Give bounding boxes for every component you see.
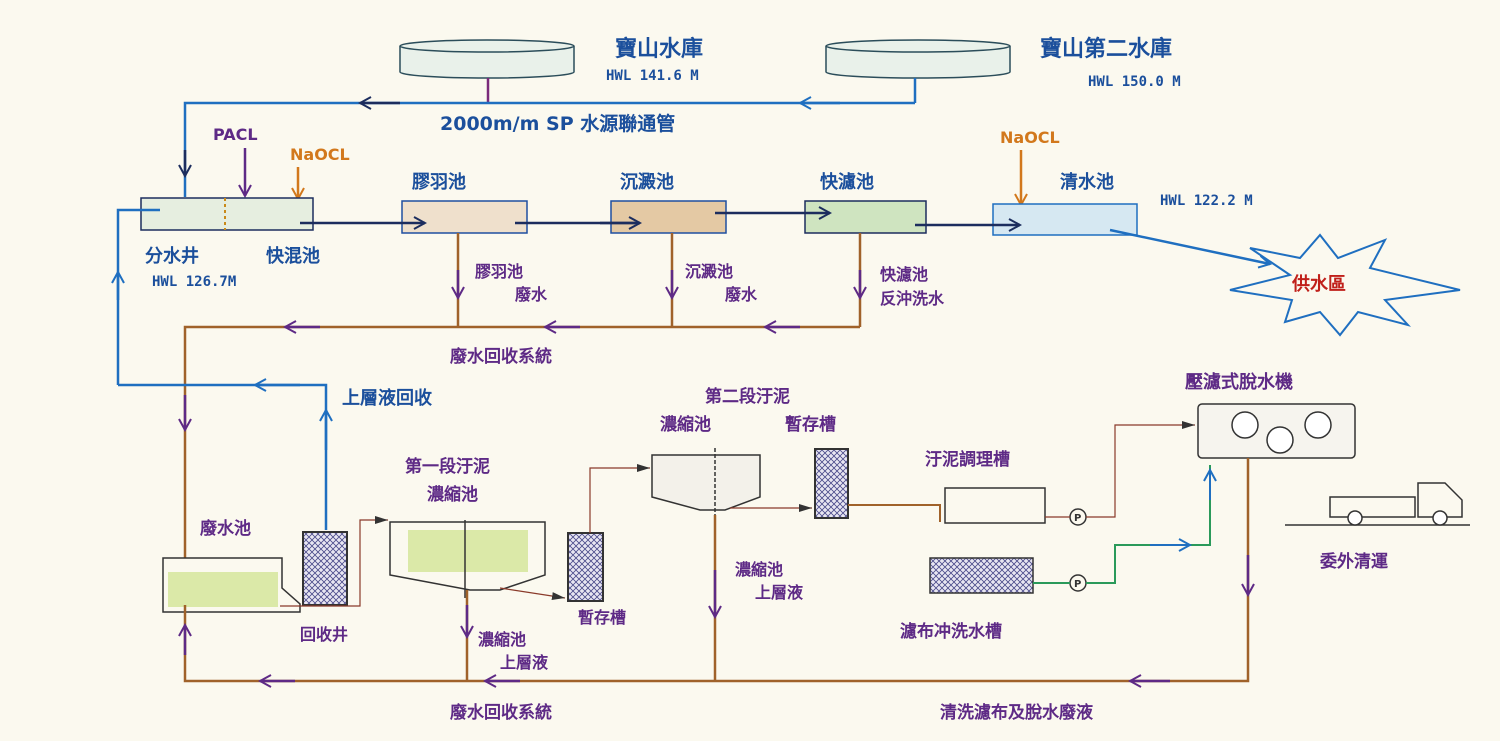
rapid-mix-tank: [140, 197, 314, 231]
floc-waste-2: 廢水: [515, 285, 548, 304]
recovery-well-label: 回收井: [300, 625, 348, 644]
supply-area-star: [1229, 233, 1461, 337]
thickener-2-super-1: 濃縮池: [735, 560, 783, 579]
filter-tank: [804, 200, 927, 234]
clear-label: 清水池: [1060, 171, 1114, 193]
pump-2: P: [1069, 574, 1087, 592]
sed-label: 沉澱池: [620, 171, 674, 193]
thickener-2-name: 濃縮池: [660, 414, 711, 435]
thickener-1: [389, 520, 546, 598]
floc-tank: [401, 200, 528, 234]
waste-pool-label: 廢水池: [200, 518, 251, 539]
recovery-system-bottom-label: 廢水回收系統: [450, 702, 552, 723]
reservoir-2: [825, 39, 1011, 79]
cloth-wash-tank: [929, 557, 1034, 594]
thickener-1-super-2: 上層液: [500, 653, 549, 672]
truck-icon: [1285, 482, 1470, 526]
thickener-1-name: 濃縮池: [427, 484, 478, 505]
reservoir-1-name: 寶山水庫: [615, 36, 703, 62]
waste-lines-top: [118, 233, 860, 560]
pump-1-label: P: [1074, 513, 1081, 524]
pipe-label: 2000m/m SP 水源聯通管: [440, 112, 675, 135]
sed-tank: [610, 200, 727, 234]
storage-tank-1: [567, 532, 604, 602]
thickener-2-title: 第二段汙泥: [705, 386, 790, 407]
conditioning-tank: [944, 487, 1046, 524]
storage-1-label: 暫存槽: [578, 608, 626, 627]
storage-2-label: 暫存槽: [785, 414, 836, 435]
rapid-mix-label: 快混池: [266, 245, 320, 267]
thickener-1-super-1: 濃縮池: [478, 630, 526, 649]
wash-waste-label: 清洗濾布及脫水廢液: [940, 702, 1093, 723]
supply-area-label: 供水區: [1291, 273, 1346, 295]
filter-waste-1: 快濾池: [880, 265, 928, 284]
press-label: 壓濾式脫水機: [1185, 371, 1293, 393]
sed-waste-1: 沉澱池: [685, 262, 733, 281]
sed-waste-2: 廢水: [725, 285, 758, 304]
cloth-wash-label: 濾布冲洗水槽: [900, 621, 1002, 642]
conditioning-label: 汙泥調理槽: [925, 449, 1010, 470]
recovery-system-top-label: 廢水回收系統: [450, 346, 552, 367]
floc-waste-1: 膠羽池: [475, 262, 523, 281]
reservoir-1: [399, 39, 575, 79]
reservoir-1-hwl: HWL 141.6 M: [606, 68, 699, 84]
supernatant-return-label: 上層液回收: [342, 387, 432, 409]
pump-2-label: P: [1074, 579, 1081, 590]
thickener-2-super-2: 上層液: [755, 583, 804, 602]
thickener-2: [651, 448, 761, 518]
split-well-label: 分水井: [145, 245, 199, 267]
source-pipe: [185, 78, 917, 197]
naocl-label-2: NaOCL: [1000, 128, 1060, 147]
filter-waste-2: 反沖洗水: [880, 289, 945, 308]
waste-pool: [162, 557, 301, 613]
clear-hwl: HWL 122.2 M: [1160, 193, 1253, 209]
main-flow-lines: [118, 210, 1270, 385]
pump-1: P: [1069, 508, 1087, 526]
floc-label: 膠羽池: [412, 171, 466, 193]
split-hwl: HWL 126.7M: [152, 274, 236, 290]
reservoir-2-hwl: HWL 150.0 M: [1088, 74, 1181, 90]
pacl-label: PACL: [213, 125, 258, 144]
storage-tank-2: [814, 448, 849, 519]
reservoir-2-name: 寶山第二水庫: [1040, 36, 1172, 62]
waste-lines-bottom: [185, 458, 1248, 681]
naocl-label-1: NaOCL: [290, 145, 350, 164]
sludge-lines: [280, 421, 1195, 607]
filter-press: [1197, 403, 1356, 459]
recovery-well: [302, 531, 348, 606]
filter-label: 快濾池: [820, 171, 874, 193]
wash-water-lines: [1033, 465, 1210, 584]
thickener-1-title: 第一段汙泥: [405, 456, 490, 477]
outsource-label: 委外清運: [1319, 551, 1388, 572]
